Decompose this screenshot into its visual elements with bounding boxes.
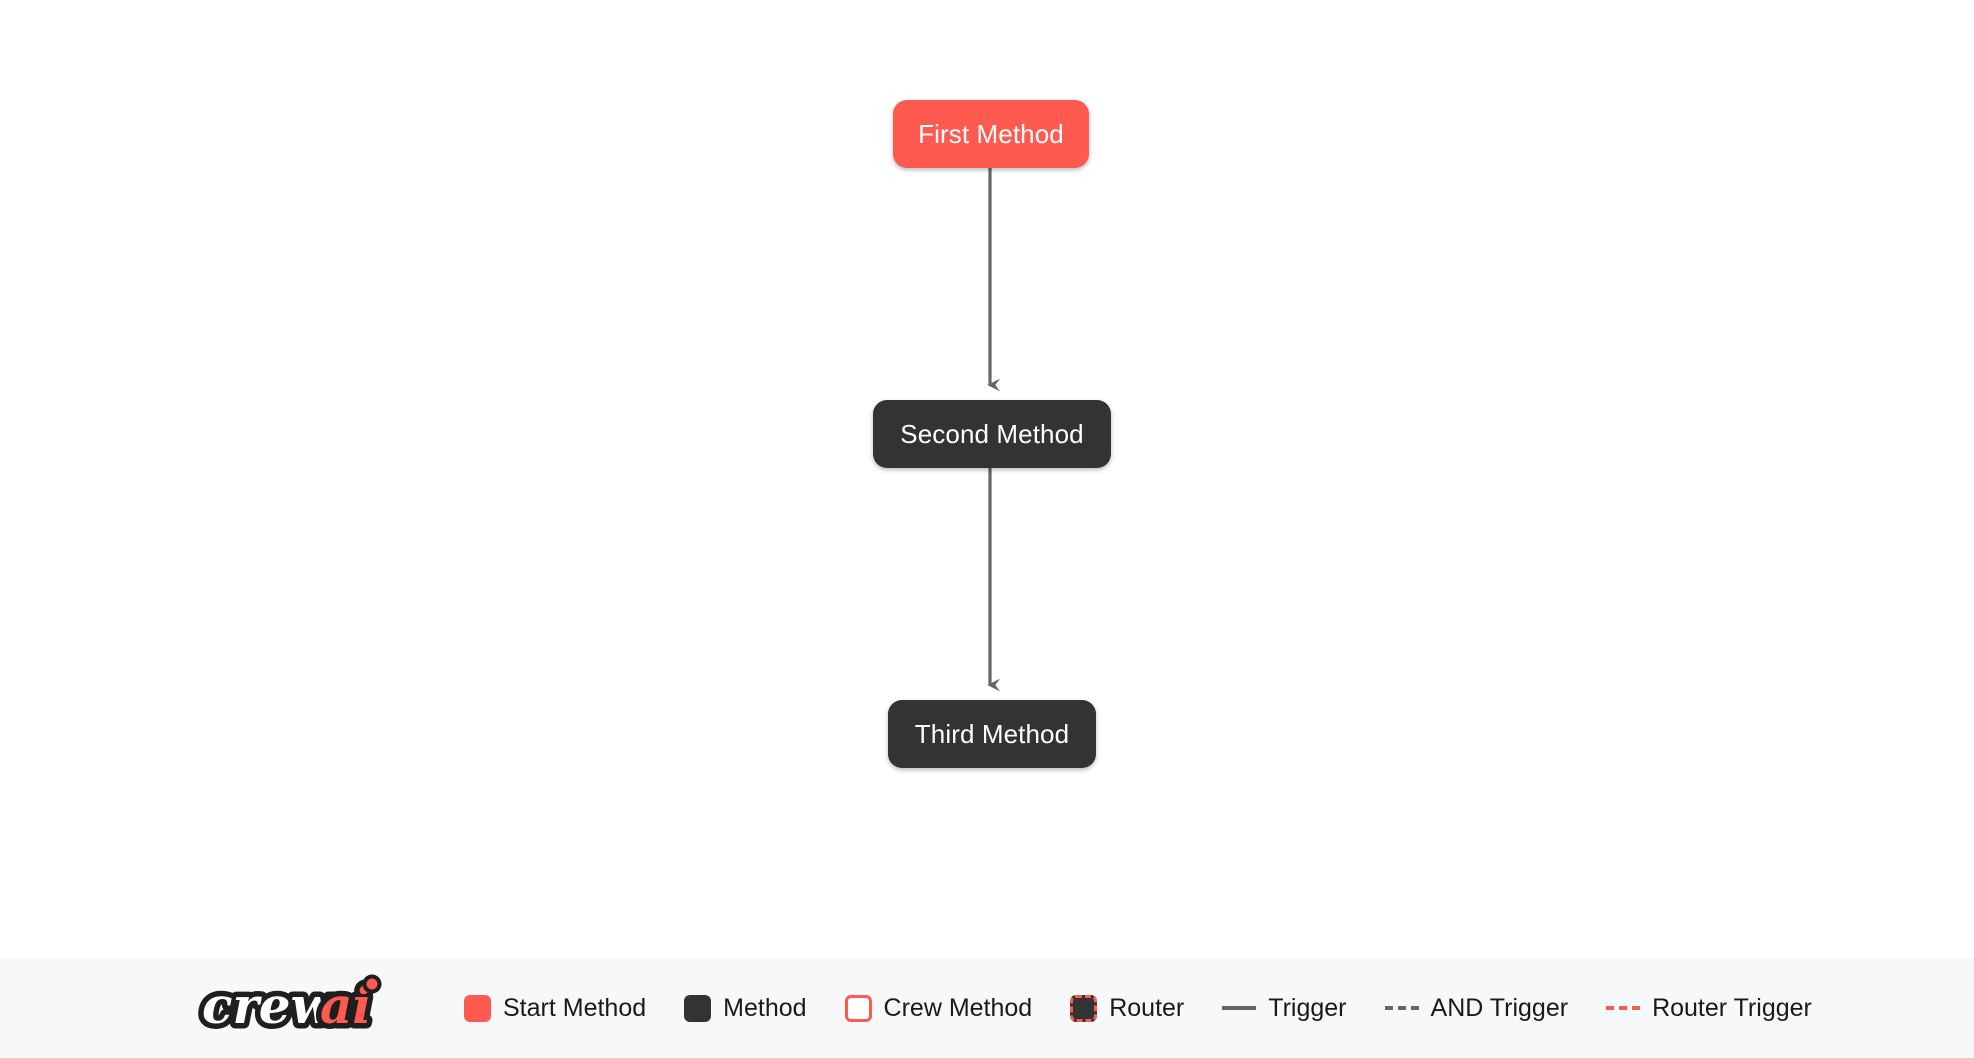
crewai-logo: crew crew ai ai <box>198 971 382 1041</box>
logo-dot <box>366 978 378 990</box>
legend-item-label: Method <box>723 993 807 1022</box>
legend-item-and-trigger[interactable]: AND Trigger <box>1384 993 1569 1022</box>
flow-canvas[interactable]: First Method Second Method Third Method <box>0 0 1974 958</box>
legend-item-crew-method[interactable]: Crew Method <box>844 993 1033 1022</box>
legend-item-label: Router <box>1109 993 1185 1022</box>
legend-item-router[interactable]: Router <box>1070 993 1185 1022</box>
legend-item-trigger[interactable]: Trigger <box>1222 993 1347 1022</box>
legend-item-router-trigger[interactable]: Router Trigger <box>1606 993 1812 1022</box>
flow-node-label: First Method <box>918 119 1064 149</box>
start-method-swatch-icon <box>464 994 491 1022</box>
method-swatch-icon <box>684 994 712 1022</box>
legend-bar: crew crew ai ai Start Method Method Crew… <box>0 958 1974 1058</box>
router-swatch-icon <box>1070 994 1098 1022</box>
legend-item-label: Trigger <box>1268 993 1347 1022</box>
flow-node-third-method[interactable]: Third Method <box>888 700 1096 768</box>
flow-node-label: Third Method <box>914 719 1070 749</box>
flow-node-first-method[interactable]: First Method <box>893 100 1089 168</box>
legend-item-start-method[interactable]: Start Method <box>464 993 647 1022</box>
legend-item-label: Crew Method <box>883 993 1033 1022</box>
logo-text-crew-fill: crew <box>202 976 336 1035</box>
logo-text-crew: crew <box>202 976 336 1035</box>
and-trigger-line-icon <box>1384 1006 1419 1010</box>
flow-node-second-method[interactable]: Second Method <box>873 400 1111 468</box>
router-trigger-line-icon <box>1606 1006 1641 1010</box>
legend-item-label: AND Trigger <box>1430 993 1569 1022</box>
trigger-line-icon <box>1222 1006 1257 1010</box>
legend-item-label: Router Trigger <box>1652 993 1812 1022</box>
legend-item-method[interactable]: Method <box>684 993 807 1022</box>
legend-item-label: Start Method <box>503 993 647 1022</box>
flow-node-label: Second Method <box>900 419 1084 449</box>
crew-method-swatch-icon <box>844 994 872 1022</box>
